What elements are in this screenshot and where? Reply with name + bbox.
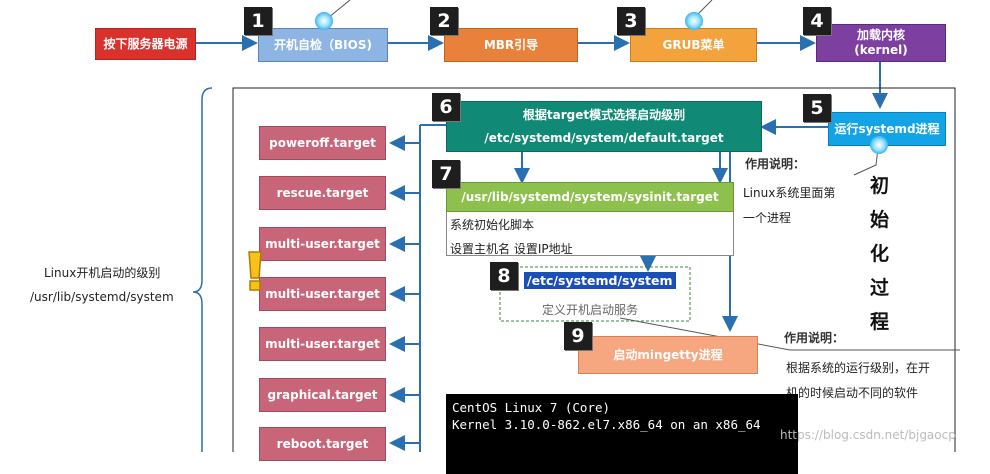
glow-dot-1: [315, 12, 333, 30]
step-mingetty-label: 启动mingetty进程: [613, 347, 723, 362]
note1-title: 作用说明：: [745, 157, 806, 171]
step-kernel: 加载内核 (kernel): [816, 24, 946, 62]
step-sysinit: /usr/lib/systemd/system/sysinit.target: [446, 182, 734, 212]
glow-dot-3: [870, 136, 888, 154]
step-run-systemd-label: 运行systemd进程: [834, 121, 940, 136]
step-target-select: 根据target模式选择启动级别 /etc/systemd/system/def…: [446, 101, 762, 152]
warning-exclamation-icon: [245, 250, 265, 292]
step-etc-systemd-desc: 定义开机启动服务: [542, 303, 639, 317]
step-target-select-label-1: 根据target模式选择启动级别: [522, 107, 686, 122]
side-title-char-1: 初: [870, 175, 890, 197]
target-multi-user-2: multi-user.target: [259, 277, 386, 311]
target-graphical: graphical.target: [259, 378, 386, 412]
step-bios: 开机自检（BIOS): [258, 28, 388, 62]
target-poweroff: poweroff.target: [259, 126, 386, 160]
console-line-2: Kernel 3.10.0-862.el7.x86_64 on an x86_6…: [452, 417, 761, 432]
note1-line2: 一个进程: [743, 211, 792, 225]
target-poweroff-label: poweroff.target: [269, 135, 376, 150]
badge-1: 1: [244, 7, 272, 35]
console-screen: CentOS Linux 7 (Core) Kernel 3.10.0-862.e…: [446, 394, 798, 474]
target-reboot: reboot.target: [259, 427, 386, 461]
step-sysinit-label: /usr/lib/systemd/system/sysinit.target: [461, 189, 719, 204]
badge-2: 2: [430, 7, 458, 35]
target-graphical-label: graphical.target: [267, 387, 378, 402]
badge-7: 7: [432, 160, 460, 188]
note1-line1: Linux系统里面第: [743, 186, 836, 200]
step-grub-label: GRUB菜单: [662, 37, 725, 52]
step-target-select-label-2: /etc/systemd/system/default.target: [484, 130, 724, 145]
step-mbr: MBR引导: [444, 28, 578, 62]
note2-line2: 机的时候启动不同的软件: [786, 386, 919, 400]
sysinit-desc-2: 设置主机名 设置IP地址: [450, 242, 573, 256]
target-multi-user-3-label: multi-user.target: [265, 336, 380, 351]
target-rescue: rescue.target: [259, 176, 386, 210]
badge-6: 6: [432, 93, 460, 121]
side-title-char-5: 程: [870, 311, 890, 333]
step-power-on-label: 按下服务器电源: [103, 36, 188, 51]
step-run-systemd: 运行systemd进程: [828, 112, 946, 146]
note2-line1: 根据系统的运行级别，在开: [786, 361, 931, 375]
sysinit-desc-1: 系统初始化脚本: [450, 218, 535, 232]
badge-5: 5: [803, 94, 831, 122]
console-line-1: CentOS Linux 7 (Core): [452, 400, 611, 415]
step-etc-systemd: /etc/systemd/system: [524, 272, 676, 289]
badge-3: 3: [617, 7, 645, 35]
target-multi-user-3: multi-user.target: [259, 327, 386, 361]
badge-4: 4: [803, 7, 831, 35]
target-rescue-label: rescue.target: [276, 185, 369, 200]
target-reboot-label: reboot.target: [276, 436, 369, 451]
step-grub: GRUB菜单: [630, 28, 757, 62]
side-title-char-2: 始: [870, 209, 890, 231]
badge-8: 8: [490, 262, 518, 290]
watermark: https://blog.csdn.net/bjgaocp: [780, 428, 956, 442]
step-mbr-label: MBR引导: [483, 37, 539, 52]
glow-dot-2: [685, 12, 703, 30]
step-kernel-label-2: (kernel): [854, 43, 908, 57]
step-kernel-label-1: 加载内核: [856, 28, 905, 42]
levels-label-line1: Linux开机启动的级别: [44, 266, 161, 280]
side-title-char-4: 过: [870, 277, 890, 299]
target-multi-user-2-label: multi-user.target: [265, 286, 380, 301]
levels-label-line2: /usr/lib/systemd/system: [30, 290, 174, 304]
side-title-char-3: 化: [870, 243, 890, 265]
step-mingetty: 启动mingetty进程: [578, 336, 758, 374]
target-multi-user-1-label: multi-user.target: [265, 236, 380, 251]
step-bios-label: 开机自检（BIOS): [274, 37, 372, 52]
target-multi-user-1: multi-user.target: [259, 227, 386, 261]
note2-title: 作用说明：: [784, 331, 845, 345]
step-power-on: 按下服务器电源: [95, 28, 196, 60]
badge-9: 9: [564, 322, 592, 350]
